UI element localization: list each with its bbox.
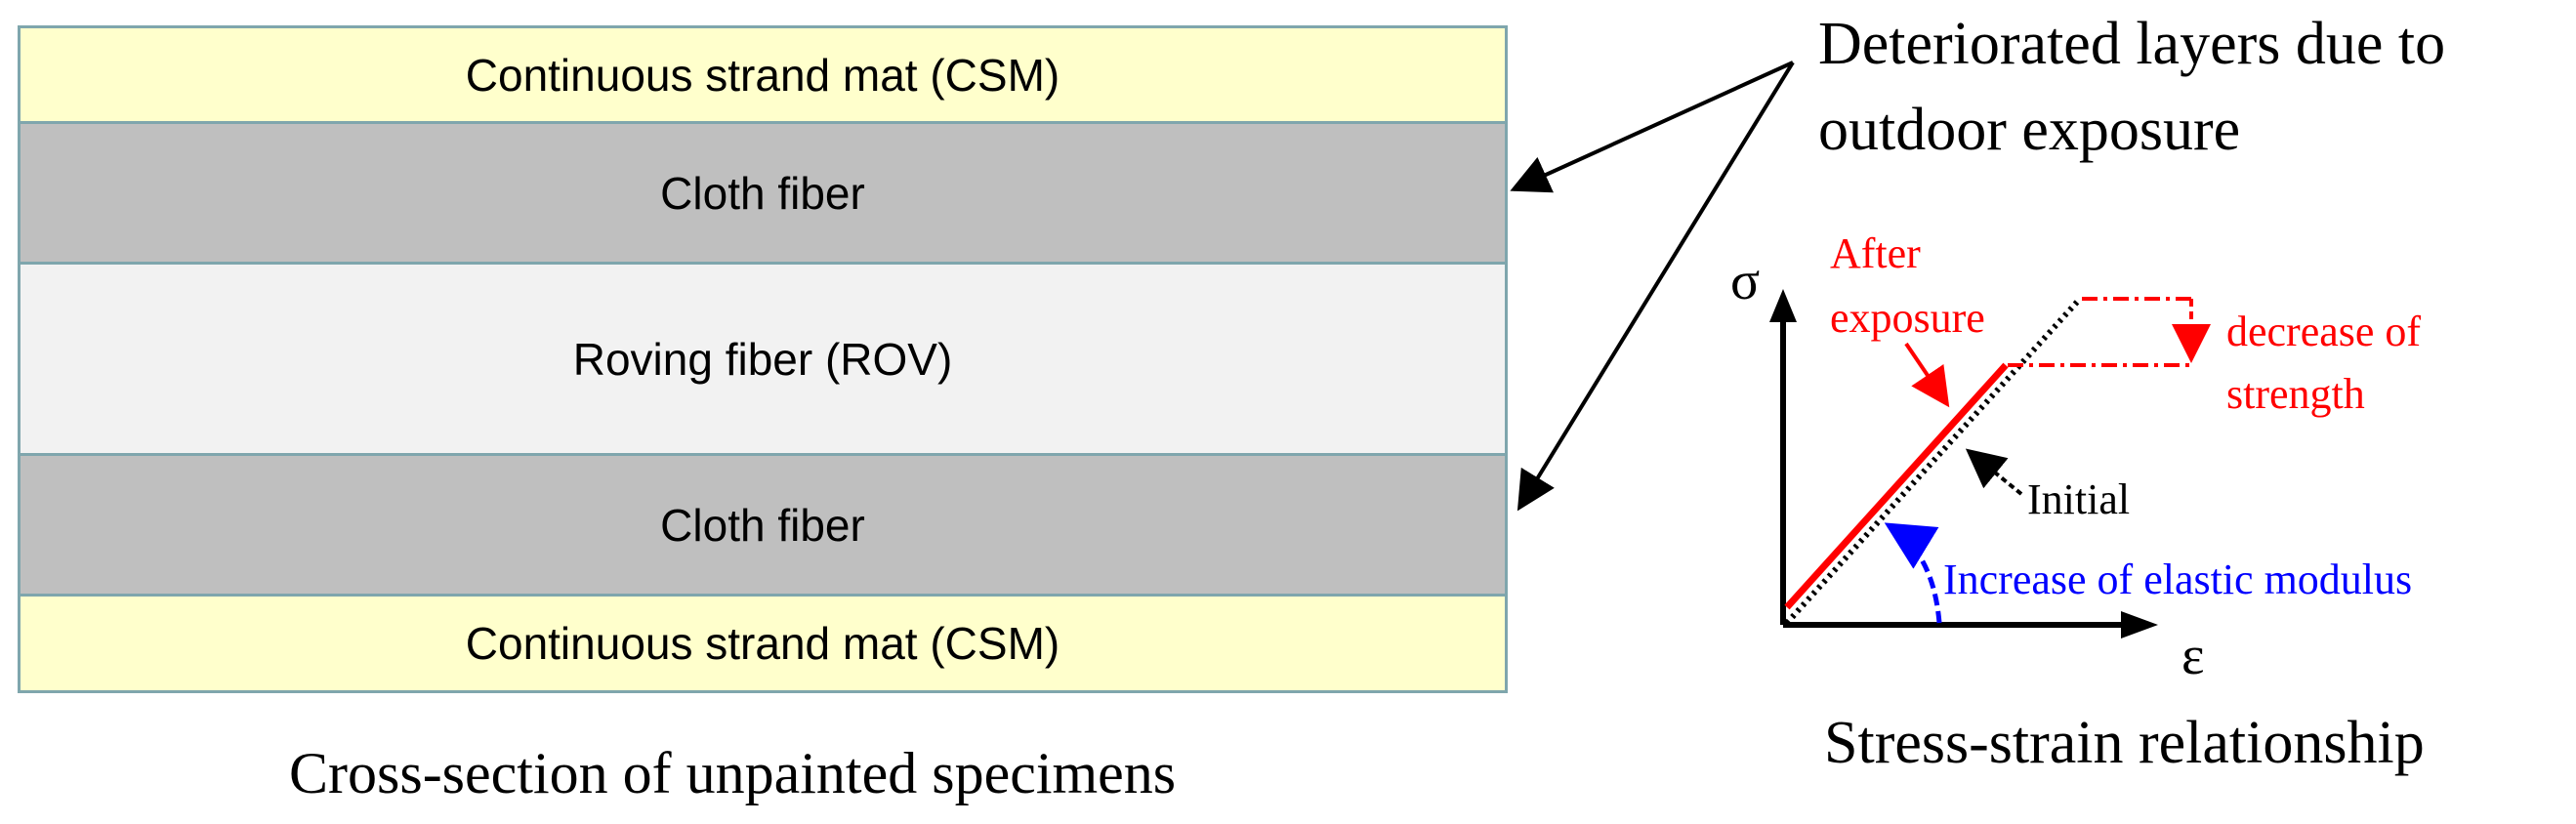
layer-csm-top-label: Continuous strand mat (CSM)	[465, 49, 1060, 101]
layer-cloth-bottom: Cloth fiber	[18, 453, 1508, 594]
strength-decrease-markers	[2008, 297, 2211, 367]
x-axis-arrowhead	[2121, 611, 2158, 639]
stress-strain-axes: σ ε	[1730, 251, 2205, 686]
x-axis-symbol: ε	[2181, 626, 2205, 686]
initial-label: Initial	[2027, 475, 2130, 523]
after-exposure-label-2: exposure	[1830, 294, 1985, 342]
layer-cloth-bottom-label: Cloth fiber	[660, 499, 865, 551]
modulus-arc	[1884, 522, 1942, 624]
y-axis-arrowhead	[1769, 289, 1797, 322]
callout-arrows	[1510, 61, 1795, 512]
strength-label-1: decrease of	[2226, 308, 2421, 355]
initial-leader	[1965, 448, 2023, 496]
layer-roving: Roving fiber (ROV)	[18, 262, 1508, 453]
modulus-label: Increase of elastic modulus	[1943, 556, 2412, 603]
callout-arrow-upper	[1510, 61, 1794, 193]
layer-csm-bottom-label: Continuous strand mat (CSM)	[465, 618, 1060, 669]
layer-roving-label: Roving fiber (ROV)	[572, 333, 953, 385]
after-exposure-label-1: After	[1830, 229, 1921, 277]
after-exposure-leader	[1904, 342, 1950, 408]
y-axis-symbol: σ	[1730, 251, 1760, 311]
callout-line-1: Deteriorated layers due to	[1818, 11, 2446, 77]
layer-csm-bottom: Continuous strand mat (CSM)	[18, 594, 1508, 693]
stress-strain-caption: Stress-strain relationship	[1824, 710, 2425, 776]
cross-section-caption: Cross-section of unpainted specimens	[289, 741, 1177, 805]
strength-label-2: strength	[2226, 370, 2365, 418]
callout-line-2: outdoor exposure	[1818, 97, 2241, 163]
after-exposure-curve	[1784, 362, 2009, 610]
layer-cloth-top-label: Cloth fiber	[660, 167, 865, 219]
callout-arrow-lower	[1517, 61, 1795, 512]
layer-cloth-top: Cloth fiber	[18, 121, 1508, 262]
initial-curve	[1784, 296, 2083, 626]
layer-csm-top: Continuous strand mat (CSM)	[18, 25, 1508, 121]
